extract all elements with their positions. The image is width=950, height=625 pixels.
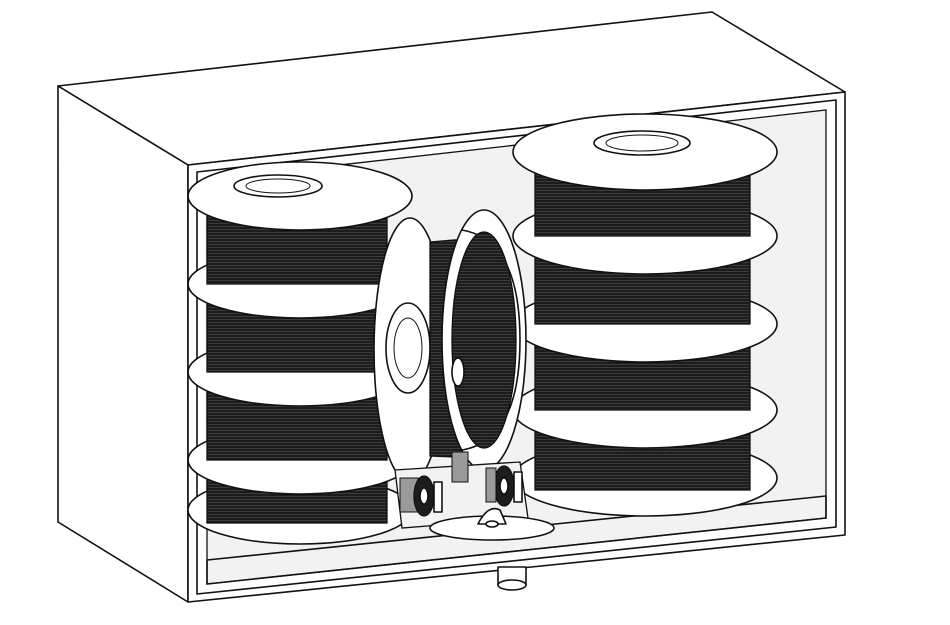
enclosure-interior-floor-edge [206, 495, 827, 585]
left-spool-4 [187, 425, 413, 545]
right-spool-1 [512, 113, 778, 237]
roller-pair-left [399, 475, 443, 517]
roller-pair-right [451, 451, 523, 507]
roller-mechanism [394, 451, 555, 541]
left-spool-stack [187, 161, 413, 545]
filament-guide [429, 507, 555, 541]
left-spool-hub [233, 174, 323, 198]
enclosure-bottom-port-opening [497, 579, 527, 591]
left-spool-1 [187, 161, 413, 285]
front-spool [373, 209, 527, 483]
front-spool-hub [385, 302, 431, 394]
enclosure-left-side-panel [57, 85, 189, 603]
right-spool-stack [512, 113, 778, 517]
